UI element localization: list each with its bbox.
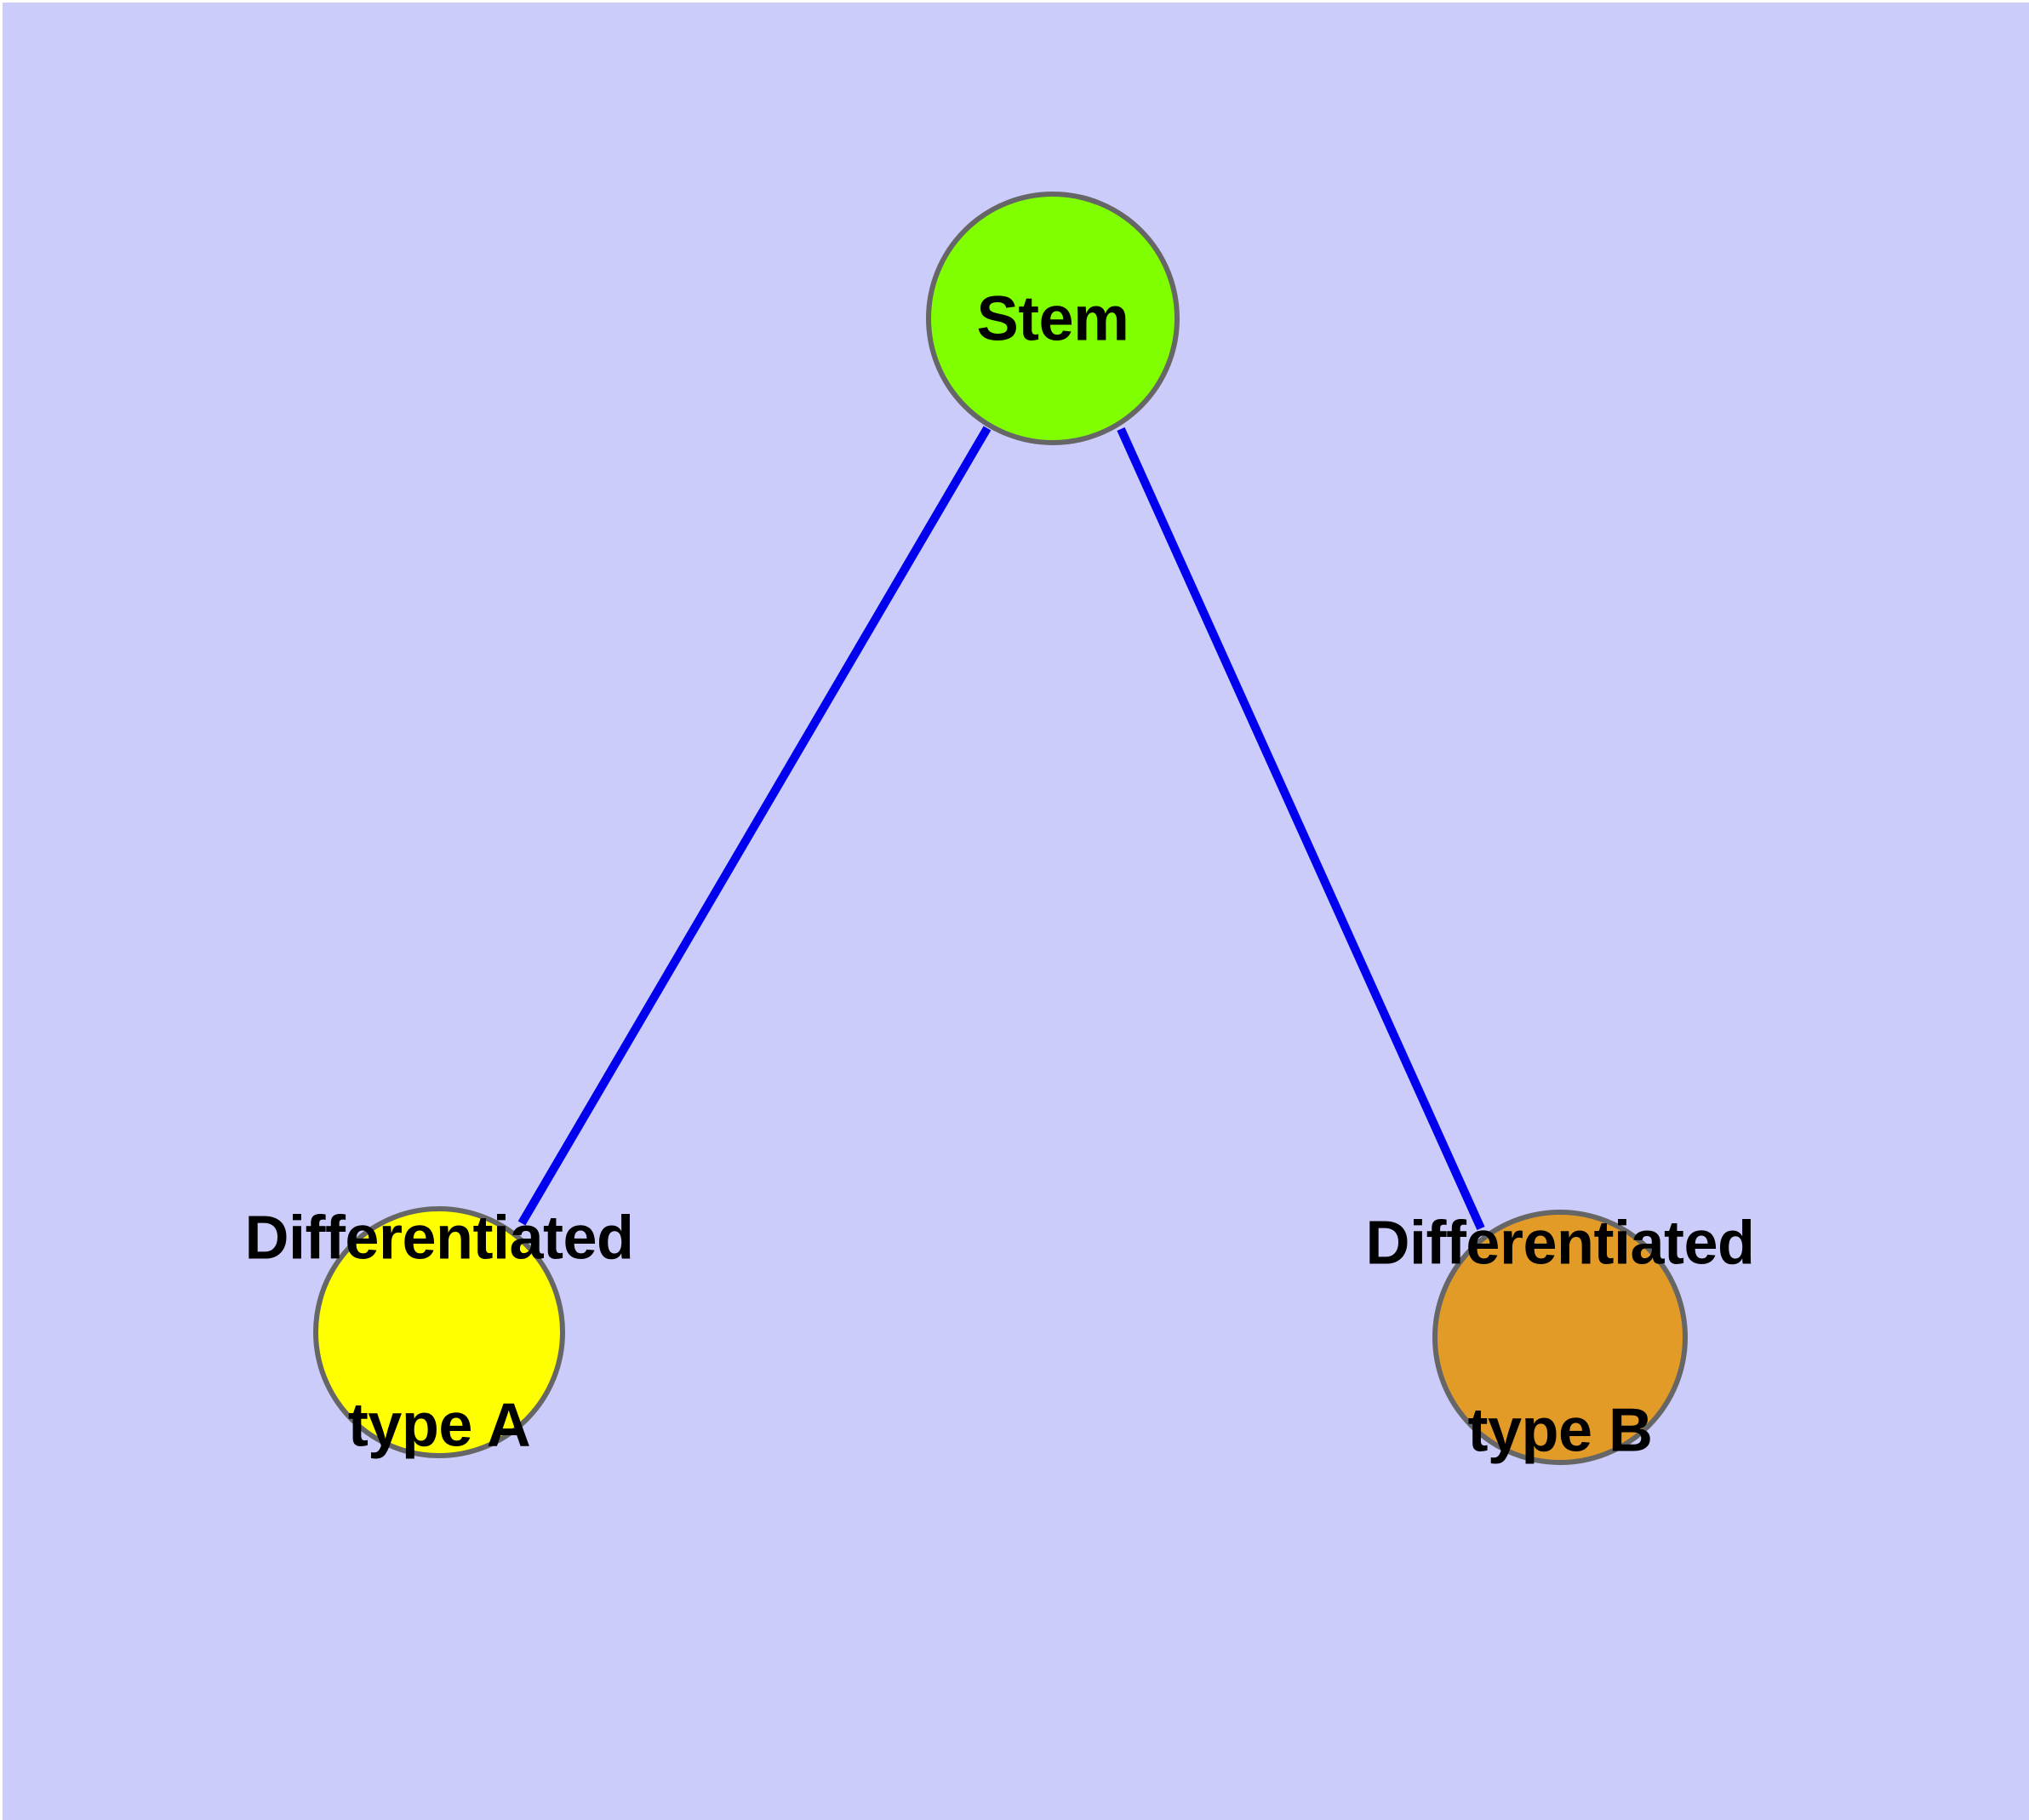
node-layer (313, 192, 1688, 1465)
node-diff-a-circle[interactable] (313, 1206, 565, 1458)
node-stem-circle[interactable] (926, 192, 1180, 445)
edge-stem-to-diff-b (1117, 426, 1485, 1231)
edge-stem-to-diff-a (517, 426, 992, 1226)
node-diff-b-circle[interactable] (1432, 1210, 1688, 1465)
edge-layer (517, 426, 1485, 1231)
